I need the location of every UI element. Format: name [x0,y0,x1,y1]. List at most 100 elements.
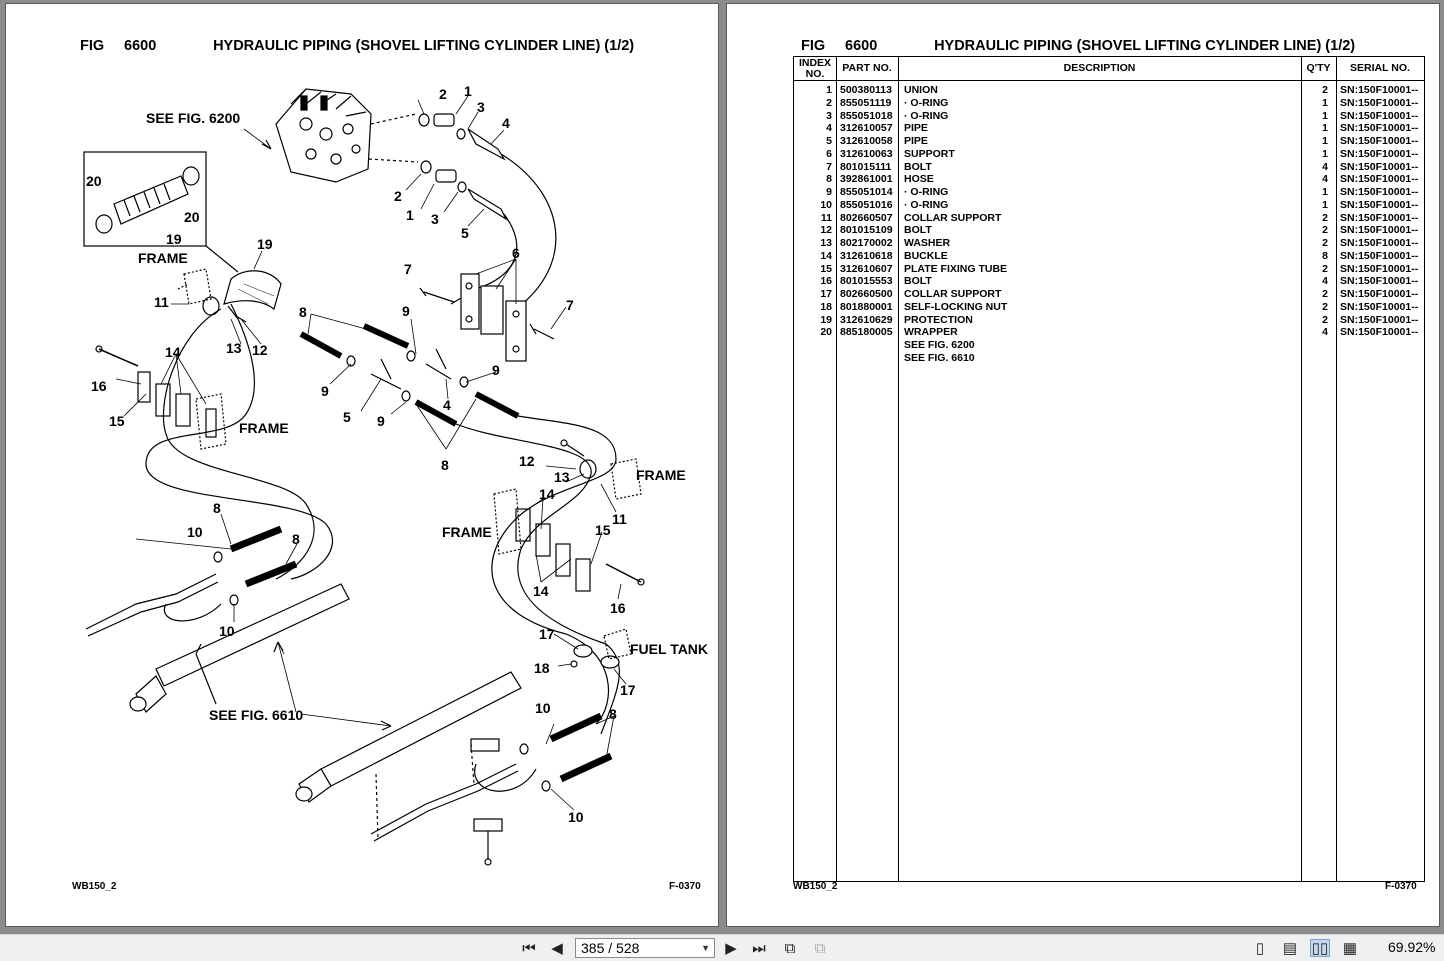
hose-loop-right [491,415,617,725]
row-serial: SN:150F10001-- [1340,300,1419,313]
idx-4b: 4 [443,397,451,413]
figure-header: FIG 6600 HYDRAULIC PIPING (SHOVEL LIFTIN… [80,38,634,54]
pipe-5 [450,213,518,305]
row-part-no: 312610057 [840,122,893,135]
cylinder-right [295,671,537,866]
row-index: 16 [820,275,832,288]
hose-loop-left [162,308,315,580]
row-index: 14 [820,249,832,262]
row-serial: SN:150F10001-- [1340,135,1419,147]
continuous-facing-icon[interactable]: ▦ [1342,940,1358,957]
row-part-no: 801880001 [840,300,893,313]
row-qty: 2 [1322,262,1328,275]
single-page-icon[interactable]: ▯ [1255,940,1265,957]
continuous-icon[interactable]: ▤ [1282,940,1298,957]
idx-7b: 7 [566,297,574,313]
idx-3b: 3 [431,211,439,227]
idx-11b: 11 [612,511,627,527]
row-index: 15 [820,262,832,275]
parts-table: INDEX NO. PART NO. DESCRIPTION Q'TY SERI… [793,56,1425,882]
idx-19a: 19 [166,231,182,247]
row-qty: 1 [1322,96,1328,109]
zoom-level[interactable]: 69.92% [1388,939,1436,955]
row-description: PIPE [904,122,928,135]
chevron-down-icon[interactable]: ▼ [701,943,710,953]
row-qty: 1 [1322,147,1328,160]
row-serial: SN:150F10001-- [1340,147,1419,160]
row-description: COLLAR SUPPORT [904,211,1002,224]
row-part-no: 312610607 [840,262,893,275]
row-index: 6 [826,147,832,160]
right-page: FIG 6600 HYDRAULIC PIPING (SHOVEL LIFTIN… [726,3,1440,927]
row-qty: 2 [1322,288,1328,300]
row-description: BOLT [904,224,932,237]
row-serial: SN:150F10001-- [1340,224,1419,237]
prev-page-icon[interactable]: ◀ [551,940,563,957]
row-part-no: 500380113 [840,84,892,96]
fig-label: FIG [80,38,105,54]
label-frame-1: FRAME [138,250,188,266]
row-part-no: 802660500 [840,288,893,300]
row-serial: SN:150F10001-- [1340,96,1419,109]
fig-number-right: 6600 [845,38,878,54]
label-frame-3: FRAME [636,467,686,483]
inset-box [83,151,207,247]
idx-2: 2 [439,86,447,102]
table-row: SEE FIG. 6610 [794,352,1424,365]
label-fuel-tank: FUEL TANK [630,641,708,657]
facing-icon[interactable]: ▯▯ [1310,939,1330,957]
page-display: 385 / 528 [581,940,640,956]
hoses-8-bottom-right [519,712,613,792]
bolt-7b [529,323,555,340]
row-qty: 4 [1322,275,1328,288]
row-description: WASHER [904,237,951,249]
row-description: COLLAR SUPPORT [904,288,1002,300]
hoses-8-middle [299,323,520,427]
idx-9c: 9 [321,383,329,399]
header-description: DESCRIPTION [898,57,1301,81]
previous-view-icon[interactable]: ⧉ [784,939,796,957]
row-serial: SN:150F10001-- [1340,173,1419,186]
fig-title-right: HYDRAULIC PIPING (SHOVEL LIFTING CYLINDE… [934,38,1356,54]
next-page-icon[interactable]: ▶ [725,940,737,957]
left-footer-code: WB150_2 [72,881,117,892]
row-index: 2 [826,96,832,109]
header-index: INDEX NO. [794,57,836,81]
frame-bracket-top [177,268,212,305]
idx-5: 5 [461,225,469,241]
row-qty: 2 [1322,84,1328,96]
row-serial: SN:150F10001-- [1340,109,1419,122]
col-part [836,57,899,881]
row-part-no: 312610629 [840,313,893,326]
control-valve [275,88,372,183]
idx-11a: 11 [154,294,169,310]
collar-17 [570,628,632,669]
row-description: · O-RING [904,198,949,211]
idx-14a: 14 [165,344,181,360]
page-number-input[interactable]: 385 / 528 ▼ [575,938,715,958]
idx-3: 3 [477,99,485,115]
row-part-no: 801015111 [840,160,892,173]
idx-8c: 8 [213,500,221,516]
fig-number: 6600 [124,38,157,54]
label-see-fig-6200: SEE FIG. 6200 [146,110,240,126]
row-serial: SN:150F10001-- [1340,288,1419,300]
fig-label-right: FIG [801,38,826,54]
last-page-icon[interactable]: ⏭ [752,939,766,957]
first-page-icon[interactable]: ⏮ [522,939,536,957]
row-index: 5 [826,135,832,147]
row-qty: 8 [1322,249,1328,262]
idx-20a: 20 [86,173,102,189]
right-footer-page: F-0370 [1385,881,1417,892]
label-see-fig-6610: SEE FIG. 6610 [209,707,303,723]
row-description: SELF-LOCKING NUT [904,300,1008,313]
row-qty: 2 [1322,237,1328,249]
next-view-icon[interactable]: ⧉ [814,939,826,957]
